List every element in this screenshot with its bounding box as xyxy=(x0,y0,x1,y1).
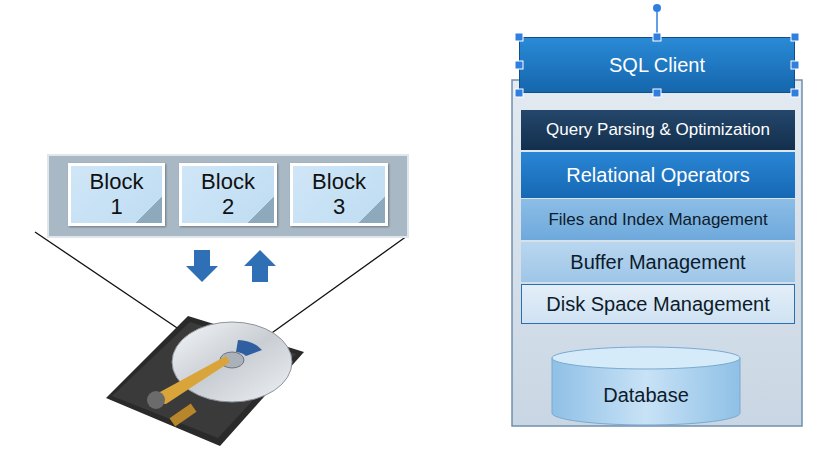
rotate-handle xyxy=(653,4,661,12)
layer-label: SQL Client xyxy=(609,54,705,76)
block-label: Block 1 xyxy=(84,170,150,219)
disk-platter xyxy=(172,322,292,402)
system-container xyxy=(512,80,802,426)
up-arrow xyxy=(244,250,276,282)
layer-band: Query Parsing & Optimization xyxy=(521,110,795,150)
selection-handle xyxy=(791,61,799,69)
disk-chassis-inner xyxy=(112,322,296,438)
layer-label: Buffer Management xyxy=(570,251,745,273)
layer-band: Disk Space Management xyxy=(521,284,795,324)
client-box: SQL Client xyxy=(519,37,795,93)
disk-chassis xyxy=(106,316,304,446)
data-block: Block 3 xyxy=(290,163,388,226)
selection-handle xyxy=(515,61,523,69)
database-label: Database xyxy=(603,384,689,406)
selection-handle xyxy=(653,33,661,41)
hard-disk xyxy=(106,316,304,446)
selection-handle xyxy=(791,89,799,97)
layer-band: Buffer Management xyxy=(521,242,795,282)
down-arrow xyxy=(186,250,218,282)
disk-circuit xyxy=(169,403,196,426)
layer-label: Files and Index Management xyxy=(548,210,767,229)
block-label: Block 3 xyxy=(306,170,372,219)
selection-handle xyxy=(653,89,661,97)
database-cylinder: Database xyxy=(551,346,741,426)
data-block: Block 1 xyxy=(68,163,165,226)
layer-band: Files and Index Management xyxy=(521,199,795,240)
block-panel xyxy=(48,155,408,237)
selection-handle xyxy=(791,33,799,41)
block-label: Block 2 xyxy=(195,170,261,219)
layer-band: Relational Operators xyxy=(521,152,795,198)
data-block: Block 2 xyxy=(179,163,277,226)
layer-label: Disk Space Management xyxy=(546,293,769,315)
disk-pivot xyxy=(147,391,165,409)
selection-handle xyxy=(515,33,523,41)
zoom-line xyxy=(35,232,192,338)
zoom-line xyxy=(262,236,407,340)
layer-label: Query Parsing & Optimization xyxy=(546,120,770,139)
layer-label: Relational Operators xyxy=(566,164,749,186)
selection-handle xyxy=(515,89,523,97)
cylinder-top xyxy=(552,347,740,369)
